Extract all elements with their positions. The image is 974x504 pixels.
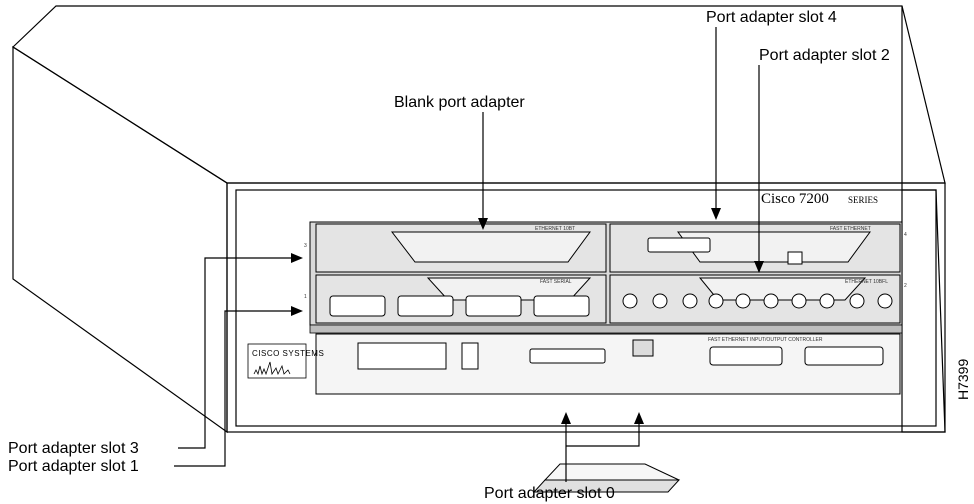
svg-text:2: 2 [904,283,907,289]
pcmcia-slot [357,342,447,370]
brand-name: Cisco 7200 [761,191,829,207]
callout-slot4: Port adapter slot 4 [706,9,837,220]
port-adapter-bay: ETHERNET 10BT FAST ETHERNET FAST SERIAL [304,221,907,326]
callout-blank: Blank port adapter [394,94,525,230]
callout-slot2-label: Port adapter slot 2 [759,47,890,64]
console-port [529,348,606,364]
callout-slot2: Port adapter slot 2 [754,47,890,273]
db-connector [647,237,711,253]
svg-text:4: 4 [904,232,907,238]
io-controller: FAST ETHERNET INPUT/OUTPUT CONTROLLER [315,333,901,395]
callout-blank-label: Blank port adapter [394,94,525,111]
serial-port [533,295,590,317]
chassis-front [226,182,946,433]
callout-slot3: Port adapter slot 3 [8,253,303,457]
figure-id: H7399 [955,359,971,400]
slot-bottom-left: FAST SERIAL [315,274,607,324]
adapter-top-right-label: FAST ETHERNET [830,226,871,232]
fiber-ports [622,293,893,309]
svg-text:CISCO SYSTEMS: CISCO SYSTEMS [252,349,324,358]
callout-slot3-label: Port adapter slot 3 [8,440,139,457]
callout-slot4-label: Port adapter slot 4 [706,9,837,26]
blank-adapter-handle [390,231,591,263]
adapter-bottom-right-label: ETHERNET 10BFL [845,279,888,285]
vent-grille [309,324,903,334]
callout-slot1: Port adapter slot 1 [8,306,303,475]
adapter-top-left-label: ETHERNET 10BT [535,226,575,232]
slot-bottom-right: ETHERNET 10BFL [609,274,901,324]
pcmcia-slot [461,342,479,370]
slot-top-right: FAST ETHERNET [609,223,901,273]
rj45-port [787,251,803,265]
serial-port [329,295,386,317]
cisco-logo: CISCO SYSTEMS [247,343,324,379]
controller-label: FAST ETHERNET INPUT/OUTPUT CONTROLLER [708,337,823,343]
ethernet-port [632,339,654,357]
callout-slot0: Port adapter slot 0 [484,412,644,502]
chassis-right-panel [901,189,946,433]
adapter-bottom-left-label: FAST SERIAL [540,279,572,285]
slot-top-left: ETHERNET 10BT [315,223,607,273]
db25-port [804,346,884,366]
brand-series: SERIES [848,195,878,205]
chassis-left-side [12,45,228,434]
chassis-body [12,5,946,434]
chassis-bezel [235,189,937,427]
brand-label: Cisco 7200 SERIES [761,191,878,207]
serial-port [397,295,454,317]
callout-slot0-label: Port adapter slot 0 [484,485,615,502]
svg-text:1: 1 [304,294,307,300]
callout-slot1-label: Port adapter slot 1 [8,458,139,475]
aux-port [709,346,783,366]
svg-text:3: 3 [304,243,307,249]
serial-port [465,295,522,317]
